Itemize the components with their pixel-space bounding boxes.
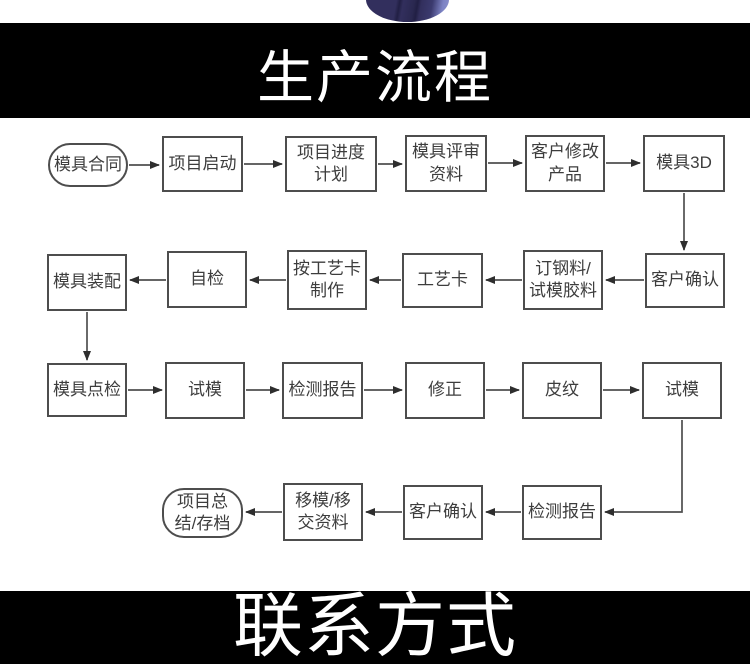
flow-node-transfer-mold-docs: 移模/移 交资料 (283, 483, 363, 541)
flow-node-mold-spot-check: 模具点检 (47, 363, 127, 417)
brand-logo-partial-icon (366, 0, 449, 22)
flow-node-project-summary-archive: 项目总 结/存档 (162, 488, 243, 538)
flow-node-customer-confirm-2: 客户确认 (403, 485, 483, 540)
flow-node-inspection-report-2: 检测报告 (522, 485, 602, 540)
flow-node-self-check: 自检 (167, 251, 247, 308)
flow-node-customer-modify-product: 客户修改 产品 (525, 135, 605, 192)
production-process-title: 生产流程 (257, 47, 493, 110)
arrow-connector-group (83, 159, 688, 516)
flow-node-process-card: 工艺卡 (402, 253, 483, 308)
flow-node-inspection-report-1: 检测报告 (282, 362, 363, 419)
contact-info-banner: 联系方式 (0, 591, 750, 664)
contact-info-title: 联系方式 (233, 591, 517, 664)
flow-node-mold-review-docs: 模具评审 资料 (405, 135, 487, 192)
flow-node-order-steel-trial-material: 订钢料/ 试模胶料 (523, 250, 603, 310)
flow-node-build-per-process-card: 按工艺卡 制作 (287, 250, 367, 310)
flow-node-correction: 修正 (405, 362, 485, 419)
flow-node-trial-mold-2: 试模 (642, 362, 722, 419)
flow-node-project-schedule: 项目进度 计划 (285, 136, 377, 192)
production-process-banner: 生产流程 (0, 23, 750, 118)
flow-node-mold-assembly: 模具装配 (47, 254, 127, 311)
flow-node-trial-mold-1: 试模 (165, 362, 245, 419)
flow-node-texture-graining: 皮纹 (522, 362, 602, 419)
flow-node-project-kickoff: 项目启动 (162, 136, 243, 192)
flow-node-customer-confirm-1: 客户确认 (645, 253, 725, 308)
flow-node-mold-contract: 模具合同 (48, 143, 128, 187)
flow-node-mold-3d: 模具3D (643, 135, 725, 192)
